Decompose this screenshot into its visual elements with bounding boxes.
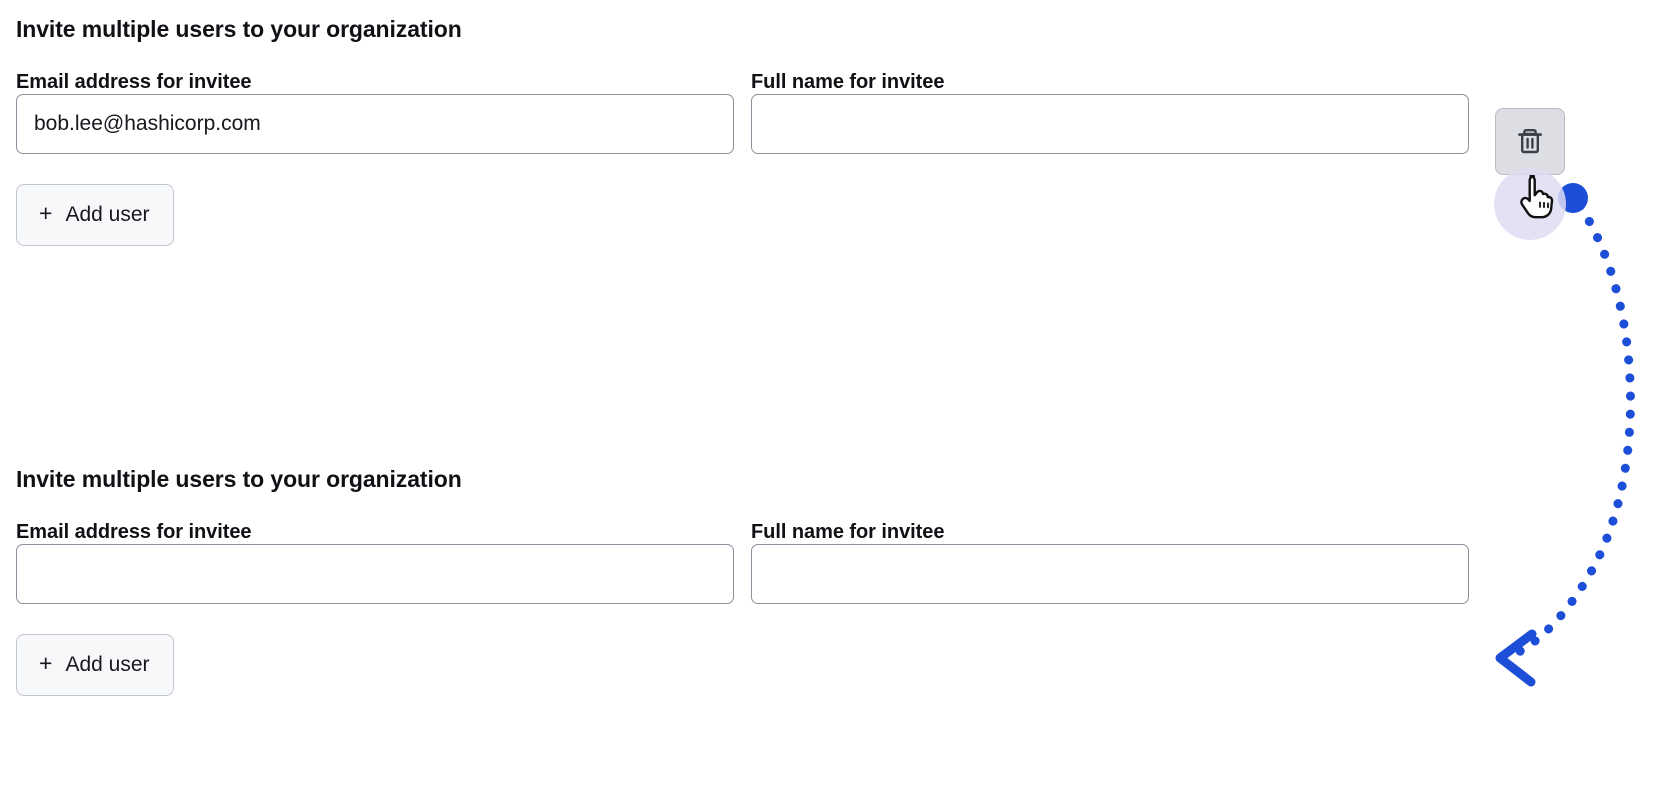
add-user-button[interactable]: + Add user: [16, 633, 174, 696]
full-name-input[interactable]: [751, 93, 1469, 154]
arrow-origin-dot: [1558, 183, 1588, 213]
add-user-button-label: Add user: [65, 652, 150, 676]
full-name-field-group: Full name for invitee: [751, 520, 1469, 604]
email-field-label: Email address for invitee: [16, 70, 252, 93]
invitee-field-row: Email address for invitee Full name for …: [16, 520, 1469, 616]
trash-icon: [1515, 125, 1545, 157]
page-title: Invite multiple users to your organizati…: [16, 16, 462, 42]
add-user-button[interactable]: + Add user: [16, 183, 174, 246]
full-name-input[interactable]: [751, 543, 1469, 604]
email-input[interactable]: [16, 543, 734, 604]
delete-invitee-button[interactable]: [1495, 107, 1565, 175]
page-title: Invite multiple users to your organizati…: [16, 466, 462, 492]
pointer-hand-cursor: [1520, 175, 1554, 219]
add-user-button-label: Add user: [65, 202, 150, 226]
invite-users-section-before: Invite multiple users to your organizati…: [16, 16, 1565, 246]
full-name-field-group: Full name for invitee: [751, 70, 1469, 154]
invitee-field-row: Email address for invitee Full name for …: [16, 70, 1565, 175]
dotted-arrow-path: [1500, 201, 1635, 663]
email-field-group: Email address for invitee: [16, 520, 734, 604]
plus-icon: +: [39, 200, 53, 227]
email-input[interactable]: [16, 93, 734, 154]
full-name-field-label: Full name for invitee: [751, 520, 945, 543]
plus-icon: +: [39, 650, 53, 677]
full-name-field-label: Full name for invitee: [751, 70, 945, 93]
invite-users-section-after: Invite multiple users to your organizati…: [16, 466, 1469, 696]
email-field-label: Email address for invitee: [16, 520, 252, 543]
arrowhead: [1495, 629, 1537, 687]
email-field-group: Email address for invitee: [16, 70, 734, 154]
cursor-click-halo: [1494, 168, 1566, 240]
